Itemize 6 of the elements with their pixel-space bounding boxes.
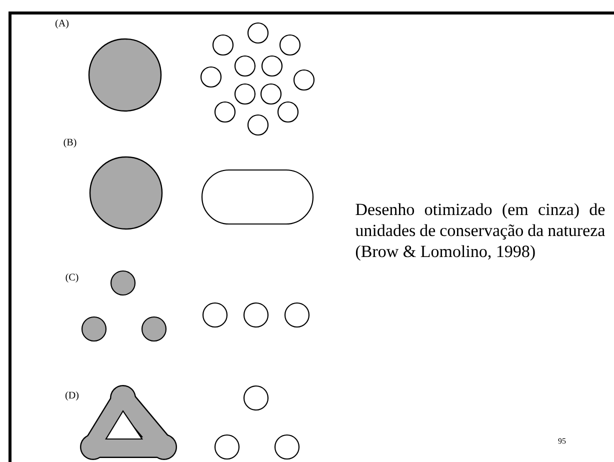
panel-label: (C) xyxy=(66,273,78,283)
caption-text: Desenho otimizado (em cinza) de unidades de conservação da natureza (Brow & Lomolino, 1998) xyxy=(355,203,605,261)
panel-label: (D) xyxy=(66,391,78,401)
panel-label: (A) xyxy=(56,19,68,29)
panel-label: (B) xyxy=(64,138,76,148)
page-number: 95 xyxy=(558,438,566,444)
